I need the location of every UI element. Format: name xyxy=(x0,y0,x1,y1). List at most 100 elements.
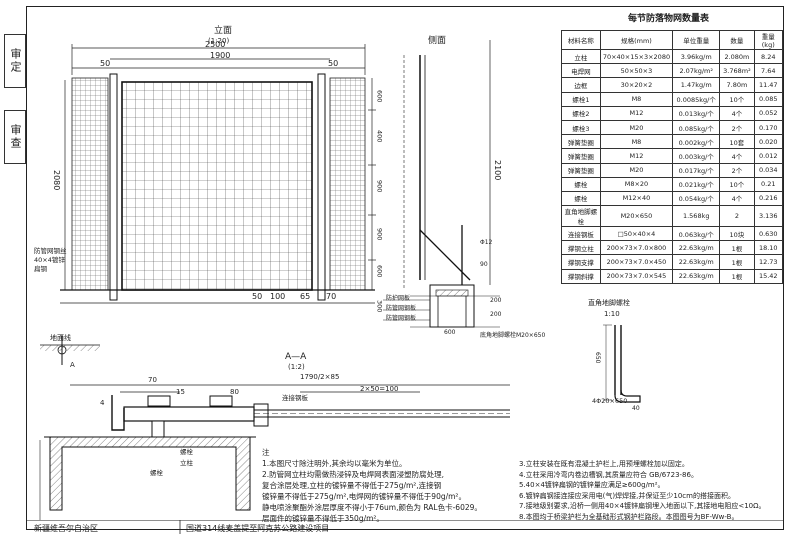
table-cell: 0.0085kg/个 xyxy=(672,91,721,107)
section-dim-1: 1790/2×85 xyxy=(300,373,340,381)
note-line: 6.镀锌扁钢接连接应采用电(气)焊焊接,并保证至少10cm的搭接面积。 xyxy=(519,491,735,500)
bolt-detail-spec: 4Φ20×650 xyxy=(592,397,628,405)
note-line: 7.接地级别要求,沿桥一侧用40×4镀锌扁钢埋入地面以下,其接地电阻应<10Ω。 xyxy=(519,502,766,510)
table-cell: 边框 xyxy=(561,77,601,93)
table-cell: 10块 xyxy=(719,226,755,242)
mesh-note: 防管网钢丝 40×4镀锌扁钢 xyxy=(34,247,67,273)
table-cell: M20 xyxy=(599,162,674,178)
section-label-post: 立柱 xyxy=(180,459,193,467)
table-cell: 70×40×15×3×2080 xyxy=(599,48,674,65)
side-dim-phi: Φ12 xyxy=(480,239,493,246)
table-cell: 22.63kg/m xyxy=(672,254,721,270)
dim-right-1: 600 xyxy=(375,90,384,103)
col-unit-weight: 单位重量 xyxy=(672,30,721,50)
note-line: 镀锌量不得低于275g/m²,电焊网的镀锌量不得低于90g/m²。 xyxy=(262,492,466,501)
section-dim-6: 2×50=100 xyxy=(360,385,399,393)
table-cell: 18.10 xyxy=(753,240,783,256)
table-cell: M8×20 xyxy=(599,176,674,192)
col-spec: 规格(mm) xyxy=(599,30,674,50)
table-cell: 3.96kg/m xyxy=(672,48,721,65)
title-block-region: 新疆维吾尔自治区 xyxy=(34,524,98,533)
col-name: 材料名称 xyxy=(561,30,601,50)
table-cell: M12 xyxy=(599,148,674,164)
dim-overall-width: 2500 xyxy=(205,40,226,49)
dim-right-2: 400 xyxy=(375,130,384,143)
table-cell: 1.568kg xyxy=(672,205,721,228)
table-cell: 30×20×2 xyxy=(599,77,674,93)
section-label-plate: 连接钢板 xyxy=(282,394,308,402)
table-cell: M8 xyxy=(599,134,674,150)
section-label-bolt: 螺栓 xyxy=(180,448,193,456)
table-title: 每节防落物网数量表 xyxy=(628,14,710,24)
table-cell: 0.063kg/个 xyxy=(672,226,721,242)
side-dim-200a: 200 xyxy=(490,297,502,304)
table-cell: 1根 xyxy=(719,268,755,284)
table-cell: 弹簧垫圈 xyxy=(561,148,601,164)
table-cell: 螺栓 xyxy=(561,176,601,192)
front-view-scale: (1:20) xyxy=(208,37,230,45)
table-cell: 7.64 xyxy=(753,63,783,79)
note-line: 4.立柱采用冷弯内卷边槽钢,其质量应符合 GB/6723-86。 xyxy=(519,470,698,479)
table-cell: 3.768m² xyxy=(719,63,755,79)
dim-right-gap: 50 xyxy=(328,59,339,68)
bolt-detail-len: 650 xyxy=(594,352,601,364)
table-cell: 0.21 xyxy=(753,176,783,192)
table-cell: 2.07kg/m² xyxy=(672,63,721,79)
dim-right-5: 600 xyxy=(375,265,384,278)
table-cell: 螺栓3 xyxy=(561,119,601,136)
table-cell: 0.017kg/个 xyxy=(672,162,721,178)
table-cell: 撑钢斜撑 xyxy=(561,268,601,284)
table-cell: 撑钢支撑 xyxy=(561,254,601,270)
table-cell: 1根 xyxy=(719,254,755,270)
table-cell: 3.136 xyxy=(753,205,783,228)
dim-height: 2080 xyxy=(52,170,61,191)
table-cell: 0.085kg/个 xyxy=(672,119,721,136)
table-cell: 200×73×7.0×450 xyxy=(599,254,674,270)
table-cell: 0.216 xyxy=(753,190,783,207)
dim-bottom-c: 65 xyxy=(300,292,311,301)
table-cell: 撑钢立柱 xyxy=(561,240,601,256)
side-label-2: 防管网钢板 xyxy=(386,305,417,312)
side-label-3: 防管网钢板 xyxy=(386,315,417,322)
table-cell: 电焊网 xyxy=(561,63,601,79)
table-cell: 15.42 xyxy=(753,268,783,284)
note-line: 3.立柱安装在既有混凝土护栏上,用预埋螺栓加以固定。 xyxy=(519,460,689,468)
section-label-bolt-2: 螺栓 xyxy=(150,469,163,477)
table-cell: 0.012 xyxy=(753,148,783,164)
table-cell: M20×650 xyxy=(599,205,674,228)
dim-right-4: 900 xyxy=(375,228,384,241)
table-cell: 立柱 xyxy=(561,48,601,65)
section-dim-4: 80 xyxy=(230,388,239,396)
table-cell: 螺栓2 xyxy=(561,105,601,121)
side-view-title: 侧面 xyxy=(428,36,447,46)
note-line: 2.防管网立柱均需做热浸锌及电焊网表面浸塑防腐处理, xyxy=(262,470,445,479)
table-cell: 0.630 xyxy=(753,226,783,242)
table-cell: 10个 xyxy=(719,91,755,107)
table-cell: 2个 xyxy=(719,119,755,136)
note-line: 复合涂层处理,立柱的镀锌量不得低于275g/m²,连接钢 xyxy=(262,481,442,490)
side-label-anchor: 底角地脚螺栓M20×650 xyxy=(480,332,546,339)
table-cell: 0.020 xyxy=(753,134,783,150)
table-cell: 0.052 xyxy=(753,105,783,121)
note-line: 静电喷涂聚酯外涂层厚度不得小于76um,颜色为 RAL色卡-6029。 xyxy=(262,503,482,512)
table-cell: 4个 xyxy=(719,148,755,164)
table-cell: 弹簧垫圈 xyxy=(561,162,601,178)
table-cell: 0.054kg/个 xyxy=(672,190,721,207)
table-cell: 12.73 xyxy=(753,254,783,270)
table-cell: 0.034 xyxy=(753,162,783,178)
table-cell: 10个 xyxy=(719,176,755,192)
note-line: 1.本图尺寸除注明外,其余均以毫米为单位。 xyxy=(262,459,407,468)
table-cell: 4个 xyxy=(719,190,755,207)
